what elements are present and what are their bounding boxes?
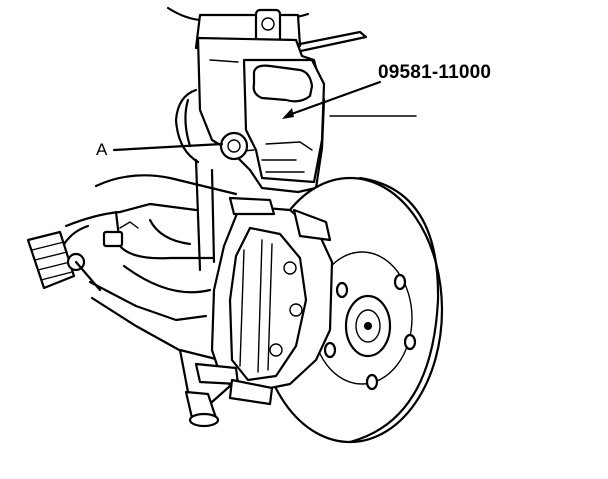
strut-body <box>174 88 216 272</box>
tie-rod-boot <box>26 230 102 292</box>
special-tool <box>196 36 326 194</box>
control-arm <box>60 174 238 358</box>
callout-a-label: A <box>96 140 108 159</box>
brake-pad-caliper <box>194 196 334 406</box>
leader-lines <box>112 80 417 152</box>
part-number-label: 09581-11000 <box>378 62 492 83</box>
